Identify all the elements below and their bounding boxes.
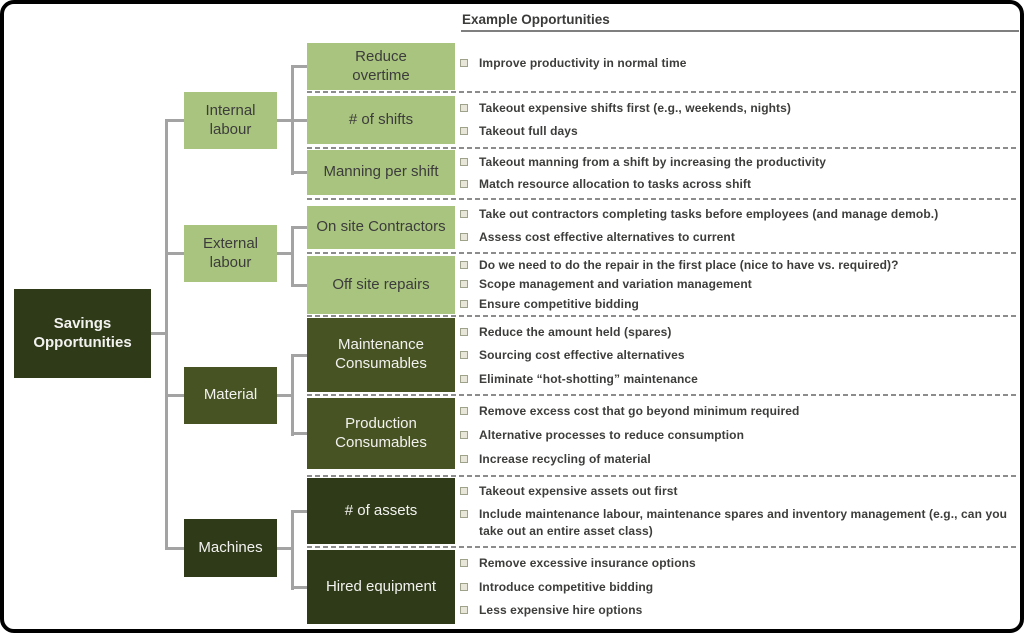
- group-box-machines: Machines: [184, 519, 277, 577]
- connector-bracket: [291, 354, 294, 436]
- bullet-section-maintenance-consumables: Reduce the amount held (spares) Sourcing…: [460, 317, 1016, 394]
- section-divider: [307, 91, 1018, 93]
- bullet-item: Increase recycling of material: [460, 451, 1016, 468]
- bullet-square-icon: [460, 351, 468, 360]
- bullet-item: Eliminate “hot-shotting” maintenance: [460, 371, 1016, 388]
- bullet-square-icon: [460, 260, 468, 269]
- bullet-square-icon: [460, 606, 468, 615]
- bullet-square-icon: [460, 127, 468, 136]
- bullet-section-on-site-contractors: Take out contractors completing tasks be…: [460, 200, 1016, 252]
- bullet-item: Assess cost effective alternatives to cu…: [460, 229, 1016, 246]
- bullet-square-icon: [460, 431, 468, 440]
- bullet-section-number-of-shifts: Takeout expensive shifts first (e.g., we…: [460, 93, 1016, 147]
- bullet-section-reduce-overtime: Improve productivity in normal time: [460, 36, 1016, 91]
- leaf-box-maintenance-consumables: Maintenance Consumables: [307, 318, 455, 392]
- connector-line: [291, 432, 307, 435]
- group-box-external-labour: External labour: [184, 225, 277, 282]
- section-divider: [307, 546, 1018, 548]
- bullet-item: Sourcing cost effective alternatives: [460, 347, 1016, 364]
- root-box-savings-opportunities: Savings Opportunities: [14, 289, 151, 378]
- bullet-section-hired-equipment: Remove excessive insurance options Intro…: [460, 548, 1016, 626]
- panel-title: Example Opportunities: [462, 12, 610, 27]
- connector-line: [277, 394, 293, 397]
- group-box-material: Material: [184, 367, 277, 424]
- connector-line: [151, 332, 167, 335]
- bullet-item: Takeout full days: [460, 123, 1016, 140]
- connector-bracket: [291, 510, 294, 590]
- bullet-square-icon: [460, 407, 468, 416]
- bullet-square-icon: [460, 59, 468, 68]
- leaf-box-reduce-overtime: Reduce overtime: [307, 43, 455, 90]
- bullet-section-off-site-repairs: Do we need to do the repair in the first…: [460, 254, 1016, 315]
- connector-line: [291, 510, 307, 513]
- bullet-section-production-consumables: Remove excess cost that go beyond minimu…: [460, 396, 1016, 475]
- bullet-item: Ensure competitive bidding: [460, 296, 1016, 313]
- bullet-square-icon: [460, 210, 468, 219]
- bullet-item: Improve productivity in normal time: [460, 55, 1016, 72]
- leaf-box-off-site-repairs: Off site repairs: [307, 256, 455, 314]
- connector-line: [291, 226, 307, 229]
- section-divider: [307, 394, 1018, 396]
- connector-line: [291, 65, 307, 68]
- bullet-section-number-of-assets: Takeout expensive assets out first Inclu…: [460, 477, 1016, 546]
- bullet-item: Remove excess cost that go beyond minimu…: [460, 403, 1016, 420]
- bullet-square-icon: [460, 327, 468, 336]
- bullet-item: Include maintenance labour, maintenance …: [460, 506, 1016, 540]
- bullet-item: Alternative processes to reduce consumpt…: [460, 427, 1016, 444]
- connector-line: [165, 119, 184, 122]
- connector-line: [291, 284, 307, 287]
- section-divider: [307, 147, 1018, 149]
- section-divider: [307, 315, 1018, 317]
- bullet-square-icon: [460, 374, 468, 383]
- bullet-item: Scope management and variation managemen…: [460, 276, 1016, 293]
- bullet-square-icon: [460, 558, 468, 567]
- bullet-square-icon: [460, 180, 468, 189]
- bullet-square-icon: [460, 280, 468, 289]
- bullet-item: Introduce competitive bidding: [460, 579, 1016, 596]
- connector-line: [277, 119, 293, 122]
- connector-line: [291, 171, 307, 174]
- bullet-item: Reduce the amount held (spares): [460, 324, 1016, 341]
- bullet-item: Remove excessive insurance options: [460, 555, 1016, 572]
- connector-line: [165, 547, 184, 550]
- bullet-item: Match resource allocation to tasks acros…: [460, 176, 1016, 193]
- connector-line: [277, 252, 293, 255]
- section-divider: [307, 198, 1018, 200]
- connector-line: [277, 547, 293, 550]
- panel-title-underline: [461, 30, 1019, 32]
- bullet-item: Take out contractors completing tasks be…: [460, 206, 1016, 223]
- connector-line: [165, 252, 184, 255]
- bullet-section-manning-per-shift: Takeout manning from a shift by increasi…: [460, 149, 1016, 198]
- connector-line: [291, 586, 307, 589]
- section-divider: [307, 475, 1018, 477]
- bullet-square-icon: [460, 233, 468, 242]
- group-box-internal-labour: Internal labour: [184, 92, 277, 149]
- section-divider: [307, 252, 1018, 254]
- connector-line: [291, 119, 307, 122]
- bullet-item: Takeout manning from a shift by increasi…: [460, 154, 1016, 171]
- bullet-square-icon: [460, 510, 468, 519]
- bullet-square-icon: [460, 455, 468, 464]
- bullet-square-icon: [460, 103, 468, 112]
- bullet-item: Takeout expensive shifts first (e.g., we…: [460, 100, 1016, 117]
- bullet-item: Less expensive hire options: [460, 602, 1016, 619]
- bullet-square-icon: [460, 158, 468, 167]
- leaf-box-number-of-shifts: # of shifts: [307, 96, 455, 144]
- connector-line: [165, 394, 184, 397]
- leaf-box-on-site-contractors: On site Contractors: [307, 206, 455, 249]
- connector-bracket: [291, 226, 294, 287]
- connector-line: [291, 354, 307, 357]
- leaf-box-manning-per-shift: Manning per shift: [307, 150, 455, 195]
- bullet-item: Takeout expensive assets out first: [460, 483, 1016, 500]
- bullet-item: Do we need to do the repair in the first…: [460, 257, 1016, 274]
- bullet-square-icon: [460, 582, 468, 591]
- leaf-box-number-of-assets: # of assets: [307, 478, 455, 544]
- bullet-square-icon: [460, 487, 468, 496]
- connector-trunk: [165, 119, 168, 550]
- bullet-square-icon: [460, 299, 468, 308]
- leaf-box-hired-equipment: Hired equipment: [307, 550, 455, 624]
- leaf-box-production-consumables: Production Consumables: [307, 398, 455, 469]
